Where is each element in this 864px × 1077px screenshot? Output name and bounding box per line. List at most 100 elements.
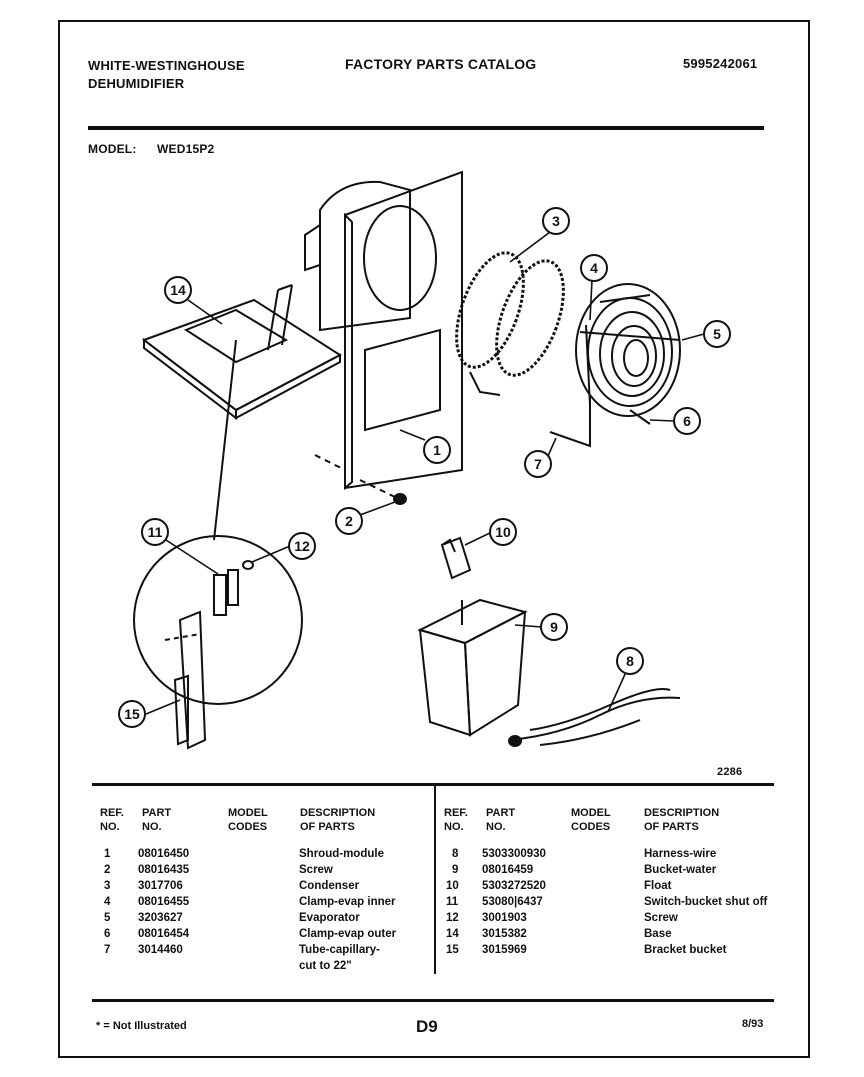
shroud-module-part xyxy=(304,170,463,491)
table-row: 10 xyxy=(446,880,459,892)
bracket-bucket-part xyxy=(164,610,207,750)
table-row: 2 xyxy=(104,864,111,876)
table-bottom-rule xyxy=(92,999,774,1002)
brand-line-1: WHITE-WESTINGHOUSE xyxy=(88,58,245,73)
header-ref-no-right: REF.NO. xyxy=(444,807,468,833)
table-row: 4 xyxy=(104,896,111,908)
callout-12: 12 xyxy=(294,538,310,554)
page-frame xyxy=(58,20,810,1058)
part-description: Clamp-evap outer xyxy=(299,928,397,940)
part-description: Screw xyxy=(299,864,333,876)
callout-9: 9 xyxy=(550,619,558,635)
capillary-tube-part xyxy=(549,395,591,448)
exploded-parts-diagram: 14 1 2 3 4 5 6 7 10 9 8 11 12 15 xyxy=(118,170,731,750)
catalog-number: 5995242061 xyxy=(683,56,758,71)
table-row: 3 xyxy=(104,880,111,892)
part-number: 08016435 xyxy=(138,864,190,876)
part-number: 3203627 xyxy=(138,912,183,924)
part-number: 08016454 xyxy=(138,928,190,940)
callout-11: 11 xyxy=(148,524,163,540)
harness-wire-part xyxy=(508,688,681,747)
left-ref-column: 1 2 3 4 5 6 7 xyxy=(104,846,110,958)
part-number: 3014460 xyxy=(138,944,183,956)
left-part-column: 08016450 08016435 3017706 08016455 32036… xyxy=(138,846,189,958)
part-description: Harness-wire xyxy=(644,848,717,860)
table-row: 15 xyxy=(446,944,459,956)
part-number: 3001903 xyxy=(482,912,527,924)
switch-bucket-shutoff-part xyxy=(213,560,254,616)
callout-7: 7 xyxy=(534,456,542,472)
diagram-code: 2286 xyxy=(717,766,743,778)
bucket-water-part xyxy=(417,598,528,737)
part-description: Base xyxy=(644,928,672,940)
table-row: 12 xyxy=(446,912,459,924)
part-number: 5303300930 xyxy=(482,848,546,860)
table-row: 1 xyxy=(104,848,111,860)
right-part-column: 5303300930 08016459 5303272520 53080|643… xyxy=(482,846,546,958)
callout-5: 5 xyxy=(713,326,721,342)
footnote-not-illustrated: * = Not Illustrated xyxy=(96,1020,187,1032)
table-row: 5 xyxy=(104,912,111,924)
table-row: 7 xyxy=(104,944,111,956)
part-number: 3015969 xyxy=(482,944,527,956)
callout-1: 1 xyxy=(433,442,441,458)
detail-circle xyxy=(133,535,303,705)
table-row: 9 xyxy=(452,864,459,876)
brand-line-2: DEHUMIDIFIER xyxy=(88,76,185,91)
part-description: Shroud-module xyxy=(299,848,384,860)
part-description: Switch-bucket shut off xyxy=(644,896,768,908)
callout-14: 14 xyxy=(170,282,186,298)
part-number: 08016450 xyxy=(138,848,190,860)
base-part xyxy=(141,284,342,421)
part-description: Bucket-water xyxy=(644,864,717,876)
right-ref-column: 8 9 10 11 12 14 15 xyxy=(446,846,459,958)
table-divider xyxy=(434,786,436,974)
part-number: 08016455 xyxy=(138,896,190,908)
part-description-cont: cut to 22" xyxy=(299,960,352,972)
table-row: 6 xyxy=(104,928,111,940)
float-part xyxy=(440,536,472,580)
callout-8: 8 xyxy=(626,653,634,669)
catalog-title: FACTORY PARTS CATALOG xyxy=(345,56,537,72)
page-number: D9 xyxy=(416,1017,438,1036)
table-row: 14 xyxy=(446,928,459,940)
part-number: 3017706 xyxy=(138,880,183,892)
part-number: 5303272520 xyxy=(482,880,546,892)
part-description: Evaporator xyxy=(299,912,360,924)
callout-3: 3 xyxy=(552,213,560,229)
right-description-column: Harness-wire Bucket-water Float Switch-b… xyxy=(644,846,767,958)
detail-leader xyxy=(213,339,237,541)
table-top-rule xyxy=(92,783,774,786)
model-label: MODEL: xyxy=(88,142,137,156)
callout-10: 10 xyxy=(495,524,511,540)
header-rule xyxy=(88,126,764,130)
header-ref-no-left: REF.NO. xyxy=(100,807,124,833)
catalog-date: 8/93 xyxy=(742,1018,764,1030)
part-description: Float xyxy=(644,880,672,892)
callout-15: 15 xyxy=(124,706,140,722)
clamp-inner-part xyxy=(585,324,591,406)
table-row: 8 xyxy=(452,848,459,860)
left-description-column: Shroud-module Screw Condenser Clamp-evap… xyxy=(299,846,396,974)
clamp-outer-part xyxy=(629,409,651,425)
part-description: Clamp-evap inner xyxy=(299,896,396,908)
part-description: Tube-capillary- xyxy=(299,944,380,956)
part-number: 3015382 xyxy=(482,928,527,940)
callout-2: 2 xyxy=(345,513,353,529)
model-value: WED15P2 xyxy=(157,142,215,156)
screw-part xyxy=(359,479,407,505)
part-number: 08016459 xyxy=(482,864,534,876)
part-number: 53080|6437 xyxy=(482,896,543,908)
part-description: Condenser xyxy=(299,880,360,892)
part-description: Screw xyxy=(644,912,678,924)
part-description: Bracket bucket xyxy=(644,944,727,956)
condenser-part xyxy=(455,251,565,396)
callout-6: 6 xyxy=(683,413,691,429)
table-row: 11 xyxy=(446,896,459,908)
